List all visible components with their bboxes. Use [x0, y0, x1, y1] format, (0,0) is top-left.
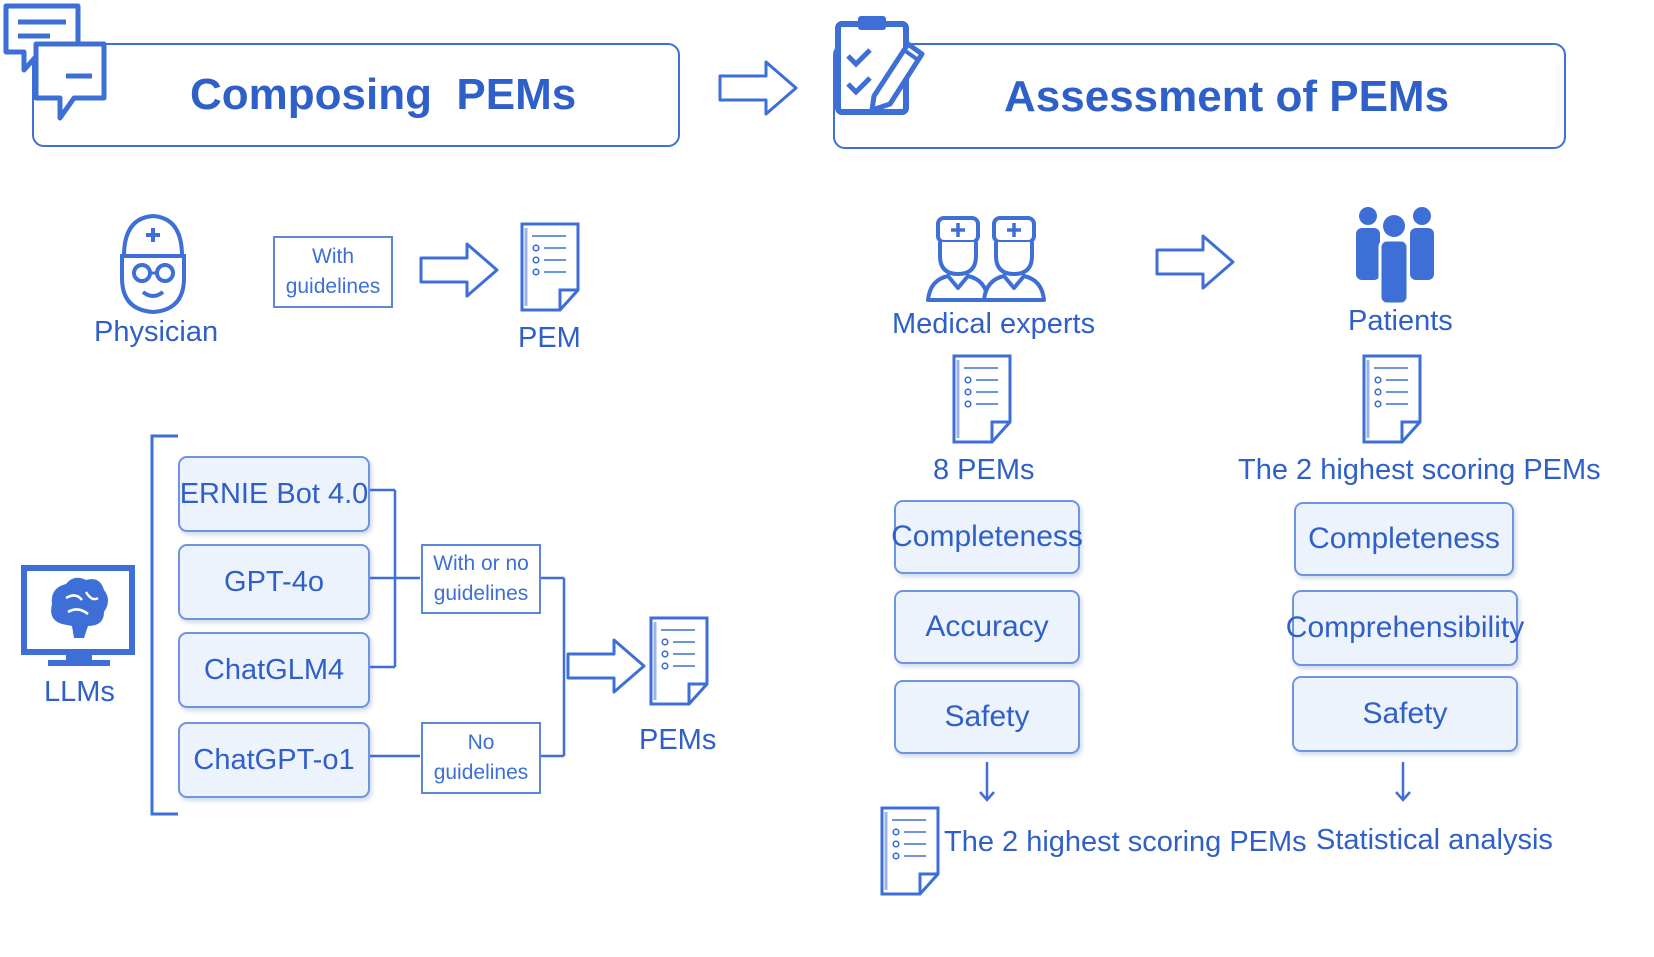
medical-experts-label: Medical experts: [892, 308, 1096, 340]
experts-result-label: The 2 highest scoring PEMs: [944, 826, 1307, 858]
no-guidelines-box: No guidelines: [421, 722, 541, 794]
with-or-no-line2: guidelines: [433, 582, 529, 605]
with-guidelines-box: With guidelines: [273, 236, 393, 308]
assessment-header-box: [833, 43, 1566, 149]
patients-criterion-completeness: Completeness: [1294, 502, 1514, 576]
experts-criterion-safety: Safety: [894, 680, 1080, 754]
model-gpt-4o: GPT-4o: [178, 544, 370, 620]
no-guidelines-line2: guidelines: [433, 761, 529, 784]
patients-label: Patients: [1348, 305, 1453, 337]
document-icon: [649, 616, 709, 706]
model-ernie-bot: ERNIE Bot 4.0: [178, 456, 370, 532]
model-chatgpt-o1: ChatGPT-o1: [178, 722, 370, 798]
patients-doc-label: The 2 highest scoring PEMs: [1238, 454, 1601, 486]
arrow-down-icon: [979, 762, 1411, 802]
experts-criterion-completeness: Completeness: [891, 500, 1083, 574]
composing-title: Composing PEMs: [190, 70, 577, 119]
patients-icon: [1356, 207, 1434, 306]
with-guidelines-line2: guidelines: [285, 275, 381, 298]
patients-criterion-safety: Safety: [1292, 676, 1518, 752]
monitor-brain-icon: [21, 565, 135, 666]
document-icon: [880, 806, 940, 896]
model-chatglm4: ChatGLM4: [178, 632, 370, 708]
with-or-no-line1: With or no: [433, 552, 529, 575]
llms-label: LLMs: [44, 676, 115, 708]
pem-label: PEM: [518, 322, 581, 354]
pems-label: PEMs: [639, 724, 717, 756]
document-icon: [1362, 354, 1422, 444]
arrow-right-icon: [566, 638, 646, 694]
doctors-icon: [926, 216, 1046, 302]
clipboard-pen-icon: [835, 16, 925, 115]
arrow-right-icon: [1155, 234, 1235, 290]
physician-icon: [120, 213, 186, 315]
connector-lines: [368, 488, 566, 758]
document-icon: [520, 222, 580, 312]
patients-criterion-comprehensibility: Comprehensibility: [1286, 590, 1524, 666]
document-icon: [952, 354, 1012, 444]
composing-header-box: [32, 43, 680, 147]
experts-doc-label: 8 PEMs: [933, 454, 1035, 486]
chat-bubbles-icon: [3, 3, 107, 121]
with-guidelines-line1: With: [312, 245, 354, 268]
experts-criterion-accuracy: Accuracy: [894, 590, 1080, 664]
physician-label: Physician: [94, 316, 219, 348]
assessment-title: Assessment of PEMs: [1004, 72, 1450, 121]
with-or-no-guidelines-box: With or no guidelines: [421, 544, 541, 614]
arrow-right-icon: [718, 60, 798, 116]
statistical-analysis-label: Statistical analysis: [1316, 824, 1553, 856]
no-guidelines-line1: No: [467, 731, 495, 754]
arrow-right-icon: [419, 242, 499, 298]
